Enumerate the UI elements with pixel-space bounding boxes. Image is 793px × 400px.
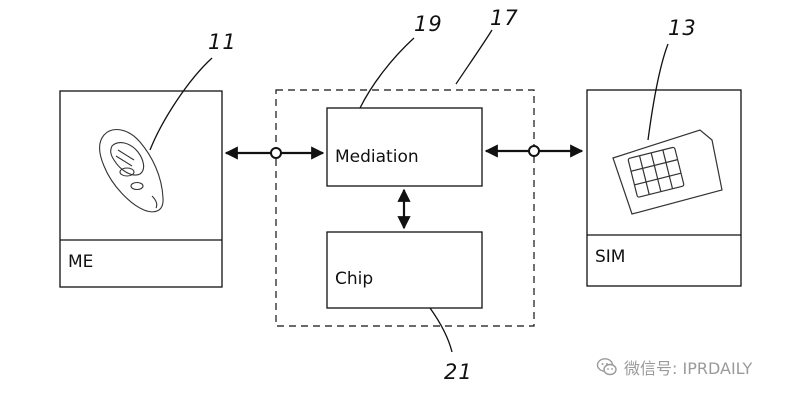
- watermark: 微信号: IPRDAILY: [596, 356, 752, 378]
- sim-block: [586, 89, 742, 287]
- sim-reference-number: 13: [668, 16, 697, 40]
- sim-card-icon: [612, 129, 723, 215]
- mediation-reference-leader: [359, 37, 415, 109]
- mediation-label: Mediation: [335, 147, 419, 167]
- module-reference-number: 17: [490, 6, 519, 30]
- watermark-text: 微信号: IPRDAILY: [624, 359, 753, 378]
- chip-reference-leader: [429, 307, 453, 353]
- chip-reference-number: 21: [444, 360, 473, 384]
- me-label: ME: [68, 252, 94, 272]
- wechat-icon: [596, 358, 617, 376]
- module-dashed-boundary: [275, 89, 535, 327]
- phone-icon: [98, 129, 164, 213]
- left-interface-node: [270, 147, 282, 159]
- right-interface-node: [528, 145, 540, 157]
- module-reference-leader: [455, 29, 493, 85]
- chip-label: Chip: [335, 269, 374, 289]
- me-block: [59, 90, 223, 288]
- chip-block: [326, 231, 483, 309]
- sim-reference-leader: [647, 43, 669, 141]
- phone-reference-leader: [149, 57, 213, 151]
- sim-label: SIM: [595, 247, 626, 267]
- mediation-block: [326, 107, 483, 187]
- mediation-reference-number: 19: [414, 12, 443, 36]
- phone-reference-number: 11: [208, 30, 237, 54]
